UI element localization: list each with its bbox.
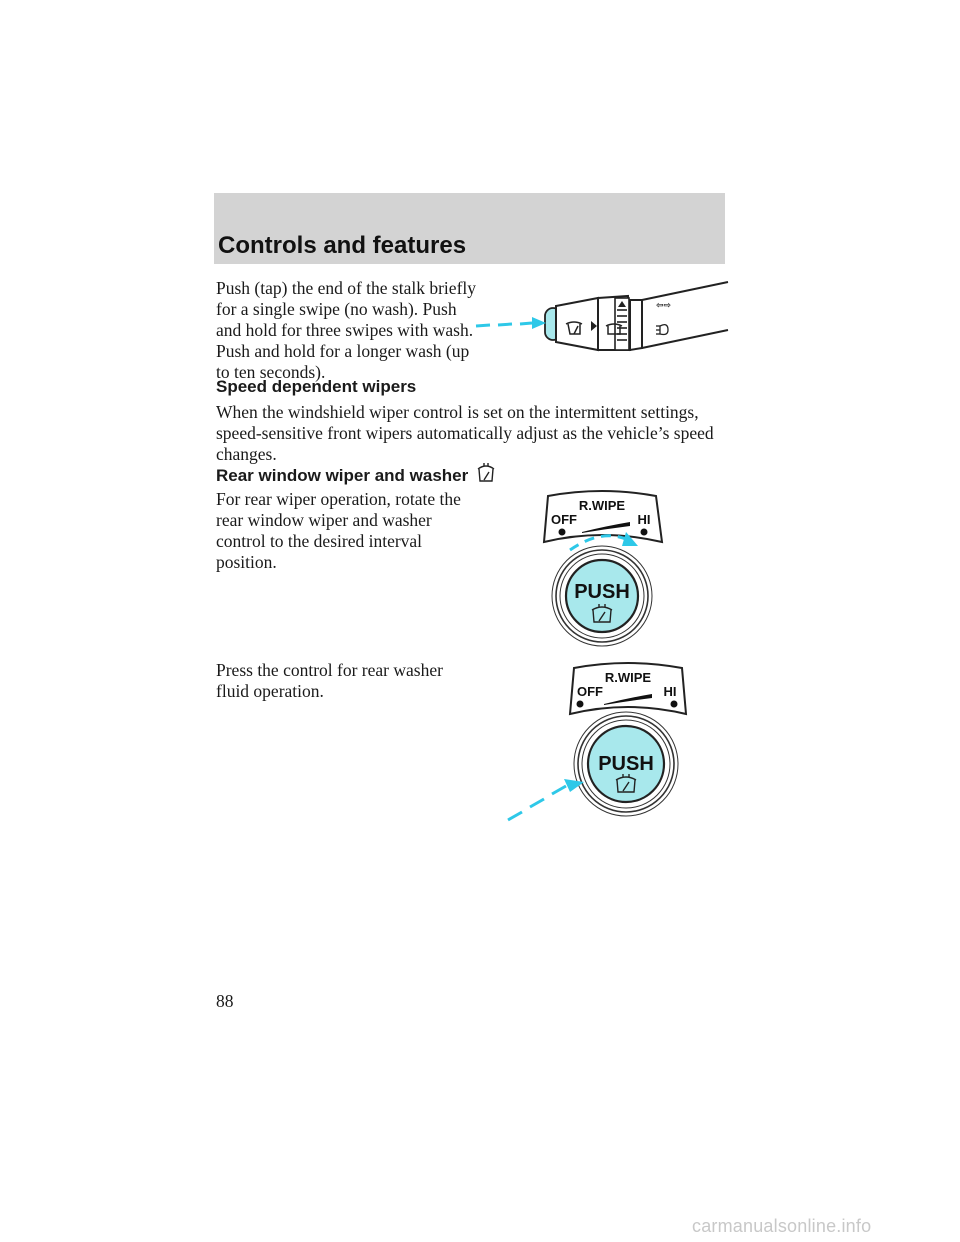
off-label: OFF — [551, 512, 577, 527]
rear-washer-icon — [591, 604, 613, 623]
section-header-band — [214, 193, 725, 264]
rear-press-paragraph: Press the control for rear washer fluid … — [216, 660, 443, 701]
r-wipe-label: R.WIPE — [579, 498, 626, 513]
push-button-2 — [586, 724, 666, 804]
svg-text:R.WIPE: R.WIPE — [605, 670, 652, 685]
rear-rotate-paragraph: For rear wiper operation, rotate the rea… — [216, 489, 461, 572]
svg-text:⇦⇨: ⇦⇨ — [656, 300, 672, 310]
rear-wiper-control-press: R.WIPE OFF HI PUSH — [507, 662, 688, 822]
push-label: PUSH — [574, 581, 630, 603]
pointer-arrow-stalk — [475, 321, 533, 328]
rear-wiper-control-rotate: R.WIPE OFF HI PUSH — [542, 490, 664, 647]
speed-wipers-heading: Speed dependent wipers — [216, 377, 417, 396]
svg-text:HI: HI — [664, 684, 677, 699]
push-button-1 — [564, 558, 640, 634]
rear-wiper-heading: Rear window wiper and washer — [216, 461, 497, 486]
page-number: 88 — [216, 991, 234, 1011]
speed-wipers-paragraph: When the windshield wiper control is set… — [216, 402, 714, 464]
hi-label: HI — [638, 512, 651, 527]
stalk-push-paragraph: Push (tap) the end of the stalk briefly … — [216, 278, 477, 382]
rear-washer-icon — [477, 463, 495, 482]
section-title: Controls and features — [218, 232, 467, 259]
watermark: carmanualsonline.info — [692, 1216, 872, 1236]
pointer-arrow-press — [507, 784, 567, 822]
svg-text:PUSH: PUSH — [598, 753, 654, 775]
svg-text:OFF: OFF — [577, 684, 603, 699]
wiper-stalk-illustration: ⇦⇨ — [475, 281, 729, 352]
